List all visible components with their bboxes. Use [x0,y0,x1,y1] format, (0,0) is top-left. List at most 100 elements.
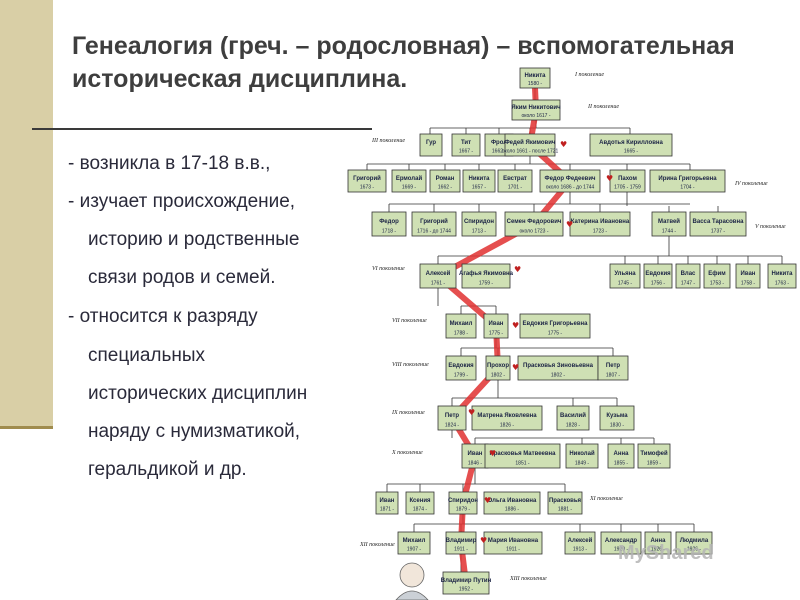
person-name: Яким Никитович [511,105,561,111]
person-box-bg [547,491,583,515]
person-years: 1737 - [711,228,726,234]
person-years: 1926 - [687,547,702,553]
person-box-bg [484,443,561,469]
person-years: 1802 - [491,372,506,378]
person-box-bg [589,133,673,157]
person-name: Васса Тарасовна [693,219,745,225]
generation-label: I поколение [574,72,604,78]
person-years: 1920 - [614,547,629,553]
person-box-bg [504,133,556,157]
person-name: Влас [681,271,696,277]
generation-label: XI поколение [589,496,623,502]
person-years: 1826 - [500,422,515,428]
person-box-bg [689,211,747,237]
person-name: Иван [468,451,483,457]
generation-label: XII поколение [359,542,395,548]
person-box-bg [445,355,477,381]
person-box: Анна 1855 - [607,443,635,469]
person-name: Николай [569,450,595,457]
person-name: Спиридон [448,498,478,504]
person-years: 1907 - [407,547,422,553]
person-years: 1802 - [551,372,566,378]
person-box-bg [569,211,631,237]
person-name: Роман [436,176,455,182]
person-box-bg [405,491,435,515]
person-name: Никита [469,176,491,182]
bullet-line: наряду с нумизматикой, [88,421,301,442]
person-box: Гур [419,133,443,157]
person-box-bg [539,169,601,193]
person-years: 1763 - [775,280,790,286]
person-name: Василий [560,412,586,419]
person-years: 1849 - [575,460,590,466]
person-years: 1718 - [382,228,397,234]
heart-icon: ♥ [512,321,519,330]
bullet-line: связи родов и семей. [88,267,276,288]
person-years: 1788 - [454,330,469,336]
person-name: Анна [614,451,630,457]
bullet-line: исторических дисциплин [88,383,308,404]
heart-icon: ♥ [484,496,491,505]
person-years: около 1723 - [519,228,548,234]
person-name: Никита [525,73,547,79]
person-box-bg [445,313,477,339]
person-box-bg [397,531,431,555]
person-box-bg [600,531,642,555]
person-name: Тимофей [640,450,668,457]
person-years: 1926 - [651,547,666,553]
slide-title: Генеалогия (греч. – родословная) – вспом… [72,30,800,96]
person-name: Евстрат [503,176,527,182]
person-box-bg [643,263,673,289]
person-name: Евдокия [645,271,671,277]
person-box-bg [347,169,387,193]
heart-icon: ♥ [489,449,496,458]
generation-label: II поколение [587,104,619,110]
person-name: Михаил [450,321,473,327]
person-years: 1745 - [618,280,633,286]
person-name: Прасковья Матвеевна [489,451,556,457]
person-name: Владимир Путин [441,578,492,584]
person-box-bg [471,405,543,431]
heart-icon: ♥ [512,363,519,372]
bullet-line: - относится к разряду [68,306,258,327]
person-name: Ольга Ивановна [488,498,537,504]
person-years: 1753 - [710,280,725,286]
person-box-bg [517,355,599,381]
person-name: Федор Федеевич [544,176,596,182]
person-name: Ермолай [396,175,423,182]
person-box-bg [391,169,427,193]
person-years: 1855 - [614,460,629,466]
person-box-bg [411,211,457,237]
heart-icon: ♥ [566,220,573,229]
heart-icon: ♥ [480,536,487,545]
person-years: около 1686 - до 1744 [546,185,595,191]
person-years: 1667 - [459,149,474,155]
person-box-bg [461,211,497,237]
person-box: Васса Тарасовна 1737 - [689,211,747,237]
person-box-bg [504,211,564,237]
heart-icon: ♥ [468,408,475,417]
person-years: 1775 - [548,330,563,336]
bullet-line: историю и родственные [88,229,300,250]
person-box-bg [556,405,590,431]
